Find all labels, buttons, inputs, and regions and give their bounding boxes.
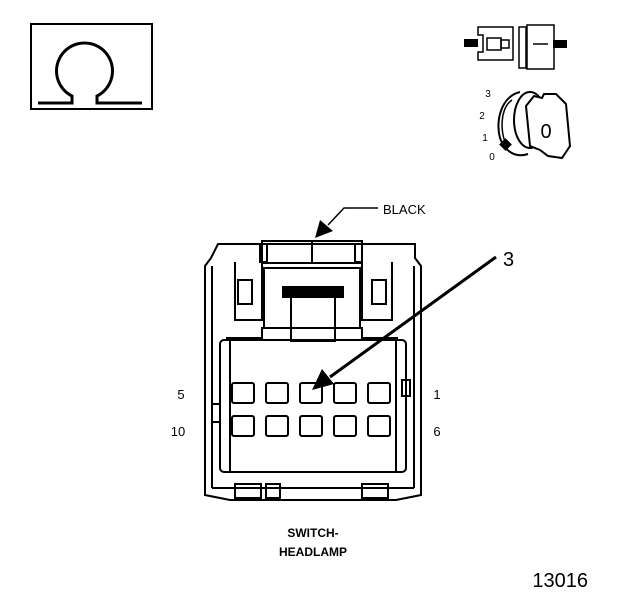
pin-label-top-right: 1	[433, 387, 440, 402]
pin-cavity-4	[265, 382, 289, 404]
pin-cavity-7	[333, 415, 357, 437]
key-position-text: 0	[540, 121, 551, 143]
ohmmeter-icon	[30, 23, 153, 110]
ignition-position-0: 0	[489, 152, 495, 163]
pin-cavity-5	[231, 382, 255, 404]
pin-label-bottom-right: 6	[433, 424, 440, 439]
ignition-position-3: 3	[485, 89, 491, 100]
pin-cavity-8	[299, 415, 323, 437]
pin-cavity-2	[333, 382, 357, 404]
pin-cavity-6	[367, 415, 391, 437]
ignition-key-icon: 0 3 2 1 0	[479, 89, 572, 163]
connector-color-label: BLACK	[383, 202, 426, 217]
callout-number: 3	[503, 249, 514, 271]
connector-color-callout: BLACK	[315, 202, 426, 238]
disconnected-connector-icon	[464, 24, 567, 70]
pin-cavity-9	[265, 415, 289, 437]
component-name-line1: SWITCH-	[287, 526, 338, 540]
pin-label-bottom-left: 10	[171, 424, 185, 439]
ignition-position-2: 2	[479, 111, 485, 122]
ignition-position-1: 1	[482, 133, 488, 144]
pin-label-top-left: 5	[177, 387, 184, 402]
pin-cavity-1	[367, 382, 391, 404]
component-name-line2: HEADLAMP	[279, 545, 347, 559]
connector-body	[204, 240, 422, 501]
pin-callout: 3	[312, 249, 514, 390]
pin-cavities	[231, 382, 391, 437]
pin-cavity-10	[231, 415, 255, 437]
figure-number: 13016	[532, 570, 588, 592]
